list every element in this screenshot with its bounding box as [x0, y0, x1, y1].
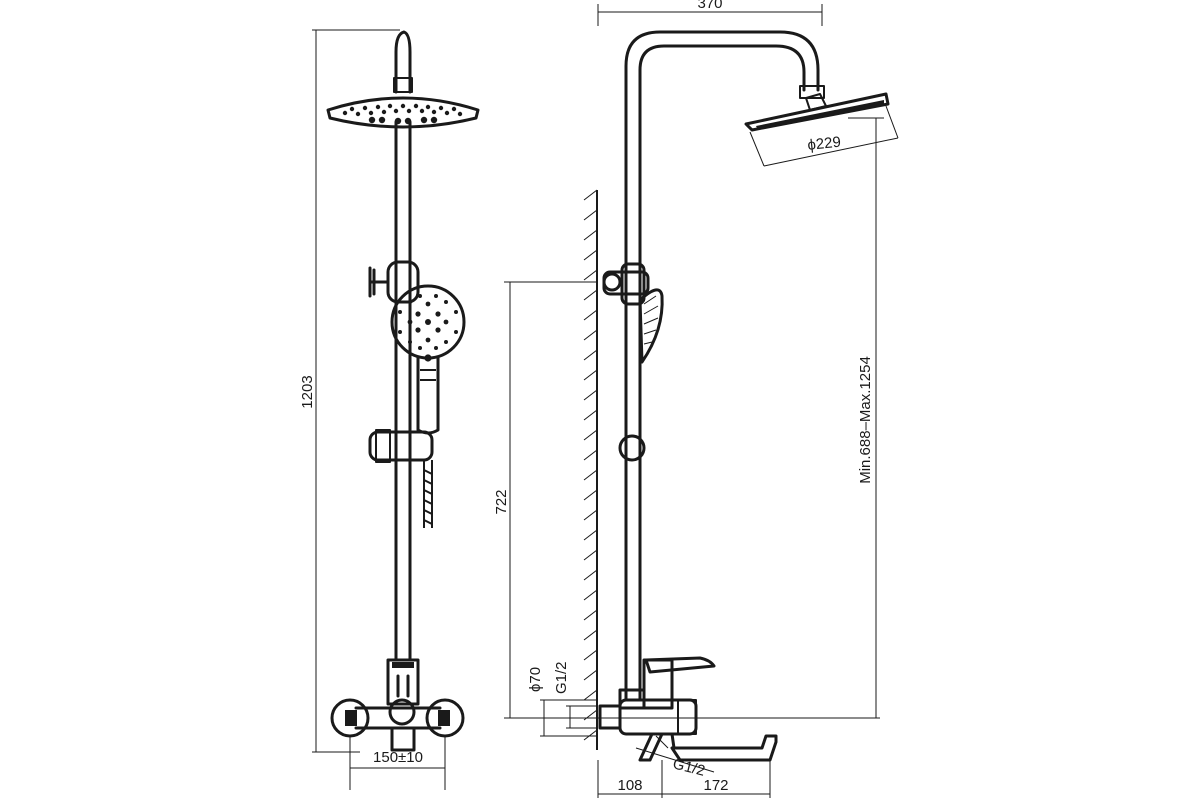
- side-mixer: [598, 656, 778, 762]
- front-mixer-lever: [396, 674, 410, 698]
- front-diverter-knob: [388, 698, 416, 726]
- front-rain-head: [326, 96, 480, 129]
- side-hand-shower-head: [638, 288, 664, 364]
- front-mixer-body: [386, 658, 420, 706]
- dim-wall-mount-spacing: 150±10: [373, 749, 423, 766]
- front-hose: [423, 460, 433, 528]
- side-dimensions: 370 ϕ229 Min.688–Max.1254 722 ϕ70 G1/2 G…: [493, 0, 899, 798]
- wall-section: [583, 189, 598, 750]
- dim-inlet-thread: G1/2: [553, 661, 570, 694]
- dim-flange-diameter: ϕ70: [527, 667, 544, 692]
- front-head-connector: [393, 77, 413, 93]
- dim-overall-height: 1203: [299, 375, 316, 408]
- front-bracket-clip: [375, 429, 391, 463]
- side-holder-ball: [618, 434, 646, 462]
- front-mixer-cap: [392, 662, 414, 668]
- front-hand-shower-head: [390, 284, 466, 362]
- front-eccentric-left: [345, 710, 357, 726]
- dim-top-arm-reach: 370: [697, 0, 722, 12]
- dim-holder-height: 722: [493, 489, 510, 514]
- dim-head-height-range: Min.688–Max.1254: [857, 356, 874, 484]
- front-view: [326, 30, 480, 752]
- side-head-connector: [799, 85, 825, 99]
- dim-head-diameter: ϕ229: [807, 134, 842, 154]
- side-top-slider-body: [620, 262, 646, 306]
- side-view: [540, 30, 890, 762]
- side-rain-head: [744, 92, 890, 132]
- front-handle-band: [420, 369, 436, 381]
- side-rail: [624, 30, 820, 702]
- front-eccentric-right: [438, 710, 450, 726]
- side-top-slider: [602, 270, 650, 296]
- front-slider-knob: [368, 266, 390, 298]
- side-wall-bracket: [602, 272, 622, 292]
- front-slider-bracket: [368, 430, 434, 462]
- front-dimensions: 1203 150±10: [299, 29, 446, 790]
- dim-wall-to-mixer: 108: [617, 777, 642, 794]
- dim-spout-reach: 172: [703, 777, 728, 794]
- front-spout-base: [390, 726, 416, 752]
- front-top-arm: [394, 30, 412, 94]
- front-rail: [394, 120, 412, 662]
